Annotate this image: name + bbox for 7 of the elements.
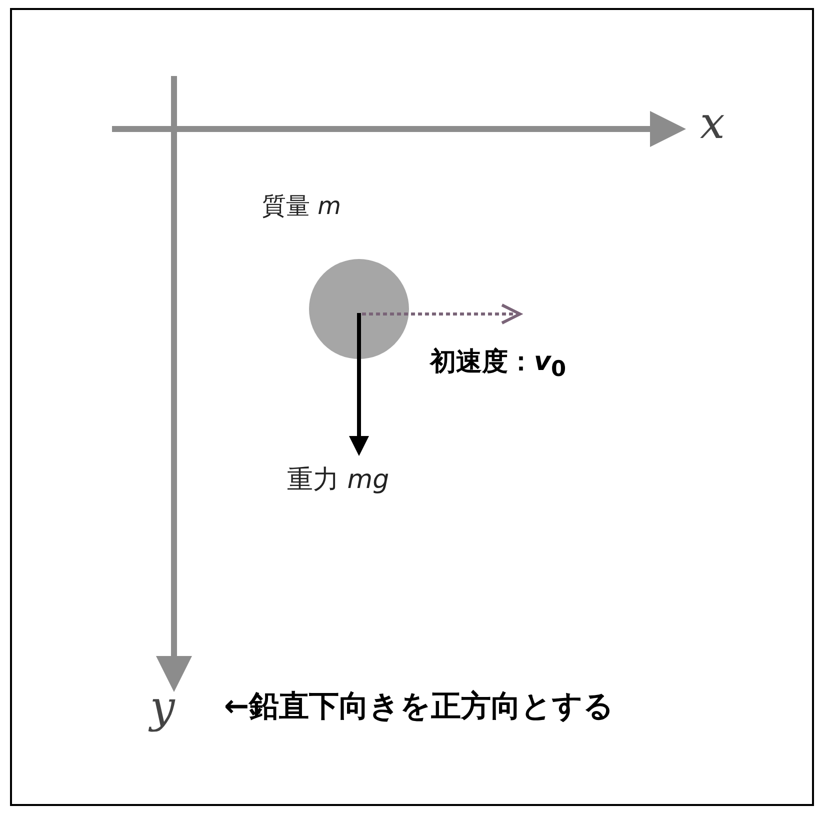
axis-label: x: [700, 98, 725, 149]
mass-label: 質量 m: [262, 191, 342, 222]
force-label: 重力 mg: [287, 464, 390, 497]
note-text: ←鉛直下向きを正方向とする: [224, 688, 614, 726]
axis-label: y: [150, 682, 175, 733]
ball: [309, 259, 409, 359]
velocity-label: 初速度：v$_{0}$: [430, 346, 566, 382]
